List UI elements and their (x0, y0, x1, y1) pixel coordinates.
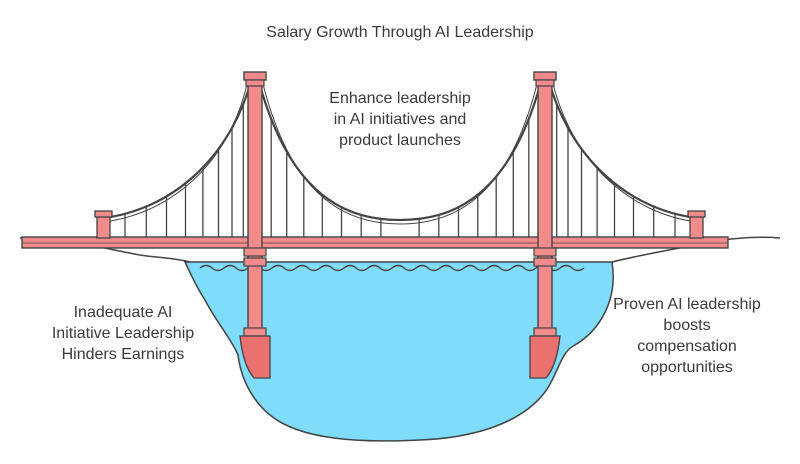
water-surface (199, 264, 585, 272)
right-tower (529, 71, 561, 379)
main-cable-left (102, 77, 254, 220)
right-label: Proven AI leadership boosts compensation… (613, 296, 761, 376)
suspender-cables (124, 104, 676, 237)
right-anchor (687, 210, 706, 239)
main-cable-right (546, 77, 698, 220)
bridge-deck (21, 236, 729, 249)
left-anchor (94, 210, 113, 239)
water-basin (183, 261, 614, 442)
center-label: Enhance leadership in AI initiatives and… (329, 90, 471, 149)
page-title: Salary Growth Through AI Leadership (266, 24, 534, 41)
left-tower (239, 71, 271, 379)
left-label: Inadequate AI Initiative Leadership Hind… (51, 304, 195, 363)
